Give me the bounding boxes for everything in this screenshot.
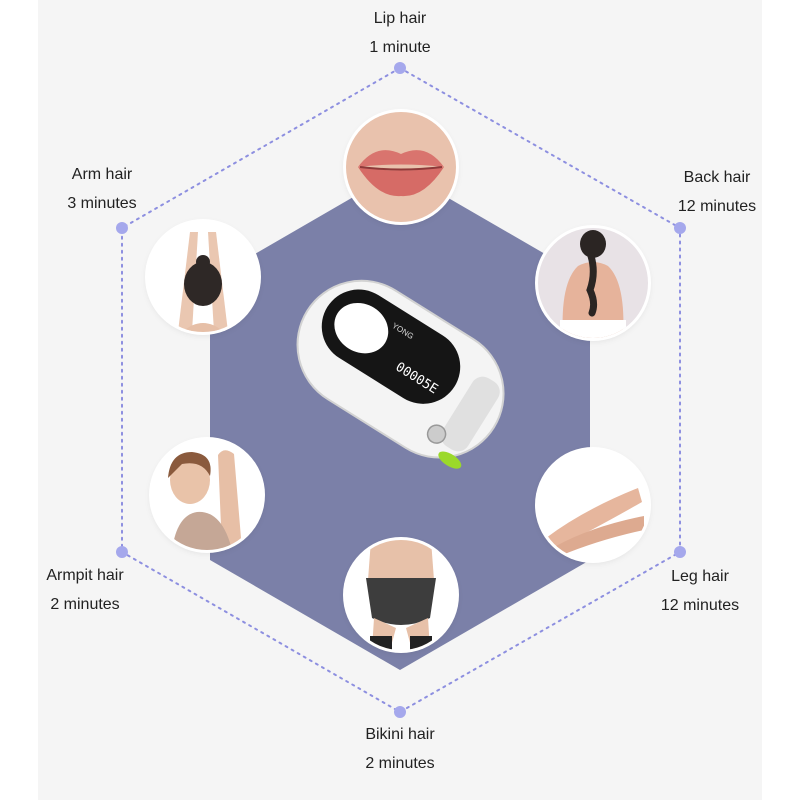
label-arm-hair: Arm hair 3 minutes — [22, 160, 182, 218]
area-time: 3 minutes — [67, 195, 137, 212]
label-back-hair: Back hair 12 minutes — [637, 163, 797, 221]
area-name: Leg hair — [671, 568, 729, 585]
vertex-dot-bottom-right — [674, 546, 686, 558]
label-leg-hair: Leg hair 12 minutes — [620, 562, 780, 620]
green-indicator-icon — [438, 451, 462, 469]
label-lip-hair: Lip hair 1 minute — [320, 4, 480, 62]
armpit-photo — [152, 440, 262, 550]
label-bikini-hair: Bikini hair 2 minutes — [320, 720, 480, 778]
bikini-photo — [346, 540, 456, 650]
device-window — [334, 302, 389, 354]
area-time: 2 minutes — [365, 755, 435, 772]
lips-photo — [346, 112, 456, 222]
area-name: Armpit hair — [46, 567, 124, 584]
vertex-dot-bottom-left — [116, 546, 128, 558]
ipl-hair-removal-device: 00005E YONG — [296, 279, 505, 469]
area-time: 12 minutes — [660, 597, 740, 614]
area-name: Bikini hair — [365, 726, 435, 743]
legs-photo — [538, 450, 648, 560]
area-name: Back hair — [683, 169, 751, 186]
vertex-dot-top — [394, 62, 406, 74]
vertex-dot-bottom — [394, 706, 406, 718]
area-name: Arm hair — [71, 166, 133, 183]
arms-photo — [148, 222, 258, 332]
label-armpit-hair: Armpit hair 2 minutes — [5, 561, 165, 619]
area-time: 1 minute — [369, 39, 431, 56]
area-time: 12 minutes — [677, 198, 757, 215]
device-vent — [441, 376, 500, 452]
area-time: 2 minutes — [50, 596, 120, 613]
area-name: Lip hair — [373, 10, 427, 27]
vertex-dot-top-left — [116, 222, 128, 234]
back-photo — [538, 228, 648, 338]
power-button-icon — [426, 424, 447, 444]
vertex-dot-top-right — [674, 222, 686, 234]
